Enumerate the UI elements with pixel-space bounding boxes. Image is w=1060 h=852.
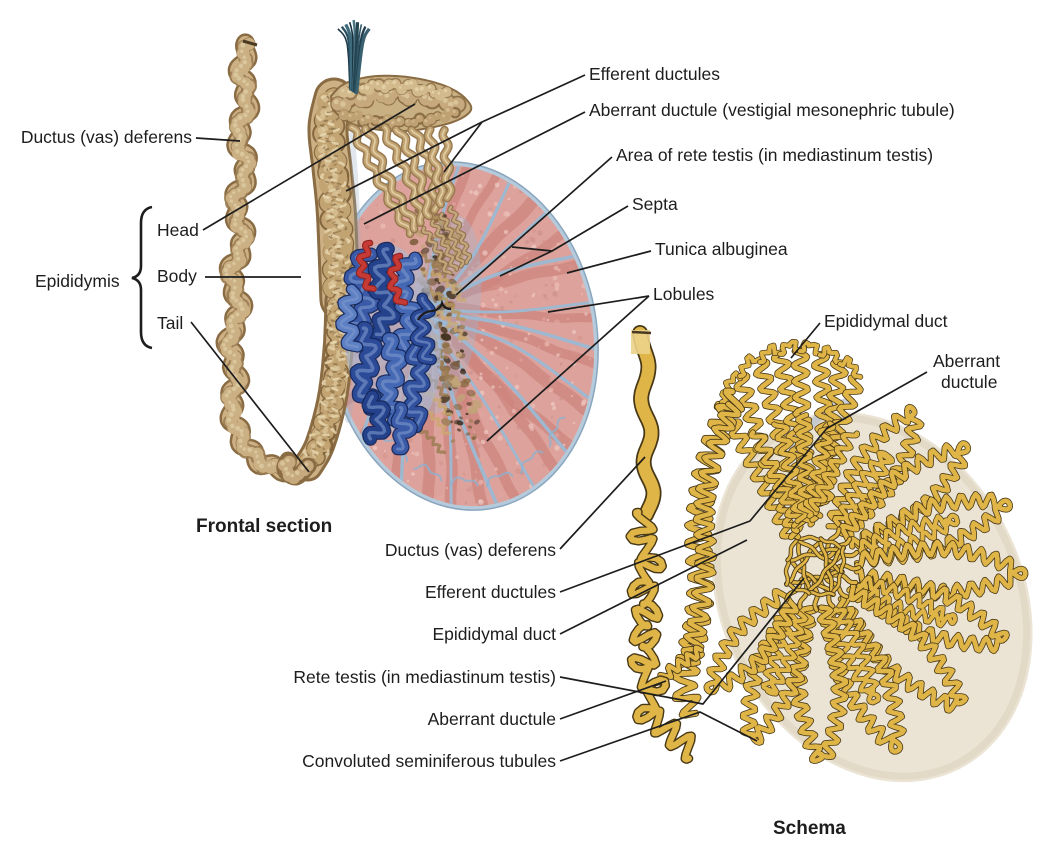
svg-text:Ductus (vas) deferens: Ductus (vas) deferens [385,540,556,560]
svg-text:Aberrant: Aberrant [933,351,1000,371]
svg-text:Convoluted seminiferous tubule: Convoluted seminiferous tubules [302,751,556,771]
svg-text:Efferent ductules: Efferent ductules [589,64,720,84]
svg-text:Epididymal duct: Epididymal duct [824,311,948,331]
svg-text:Lobules: Lobules [653,284,715,304]
svg-text:Aberrant ductule: Aberrant ductule [428,709,556,729]
svg-text:Aberrant ductule (vestigial me: Aberrant ductule (vestigial mesonephric … [589,100,955,120]
svg-text:Tail: Tail [157,313,183,333]
svg-text:Epididymal duct: Epididymal duct [432,624,556,644]
svg-text:Frontal section: Frontal section [196,516,332,537]
svg-text:Schema: Schema [773,818,846,839]
svg-text:Epididymis: Epididymis [35,271,120,291]
svg-text:Head: Head [157,220,199,240]
svg-text:Tunica albuginea: Tunica albuginea [655,239,788,259]
svg-text:ductule: ductule [941,372,997,392]
svg-text:Area of rete testis (in medias: Area of rete testis (in mediastinum test… [616,145,933,165]
svg-text:Septa: Septa [632,194,678,214]
svg-text:Rete testis (in mediastinum te: Rete testis (in mediastinum testis) [293,667,556,687]
svg-text:Ductus (vas) deferens: Ductus (vas) deferens [21,127,192,147]
svg-text:Efferent ductules: Efferent ductules [425,582,556,602]
svg-text:Body: Body [157,266,197,286]
